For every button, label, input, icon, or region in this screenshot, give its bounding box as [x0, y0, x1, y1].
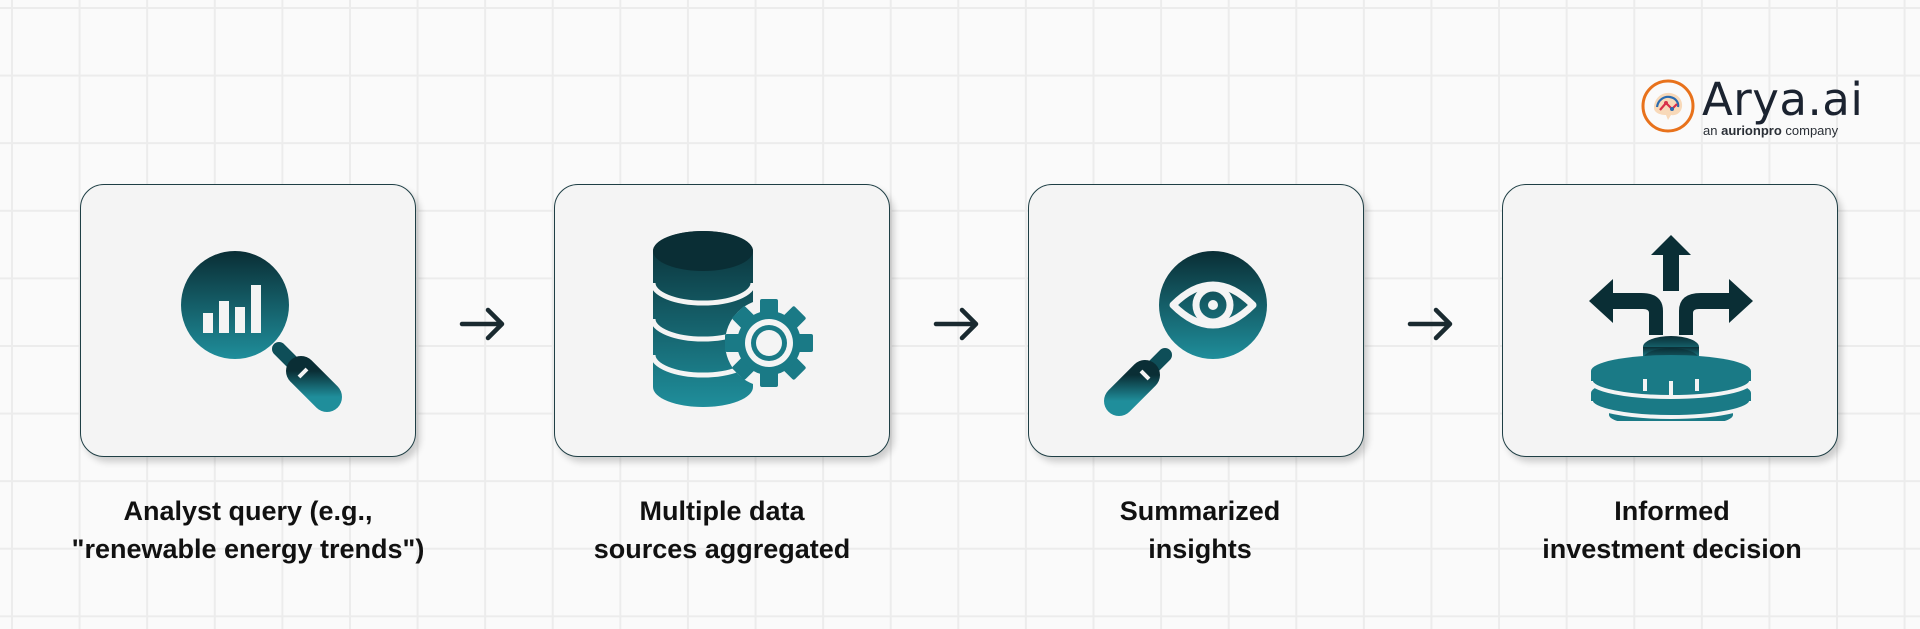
eye-search-icon — [1104, 251, 1267, 416]
step-card-investment-decision — [1502, 184, 1838, 457]
caption-data-sources: Multiple data sources aggregated — [593, 496, 851, 564]
flow-arrow-3 — [1407, 307, 1453, 341]
database-gear-icon — [650, 231, 813, 407]
step-card-summarized-insights — [1028, 184, 1364, 457]
caption-summarized-insights: Summarized insights — [1119, 496, 1281, 564]
logo-tagline: an aurionpro company — [1703, 123, 1839, 138]
caption-analyst-query: Analyst query (e.g., "renewable energy t… — [71, 496, 425, 564]
step-card-data-sources — [554, 184, 890, 457]
flow-arrow-2 — [933, 307, 979, 341]
brain-logo-icon — [1641, 79, 1695, 133]
analytics-search-icon — [181, 251, 342, 412]
coins-decision-arrows-icon — [1589, 235, 1753, 421]
arya-logo: Arya.ai an aurionpro company — [1640, 76, 1863, 146]
flow-arrow-1 — [459, 307, 505, 341]
step-card-analyst-query — [80, 184, 416, 457]
logo-wordmark: Arya.ai — [1702, 73, 1864, 126]
caption-investment-decision: Informed investment decision — [1542, 496, 1802, 564]
